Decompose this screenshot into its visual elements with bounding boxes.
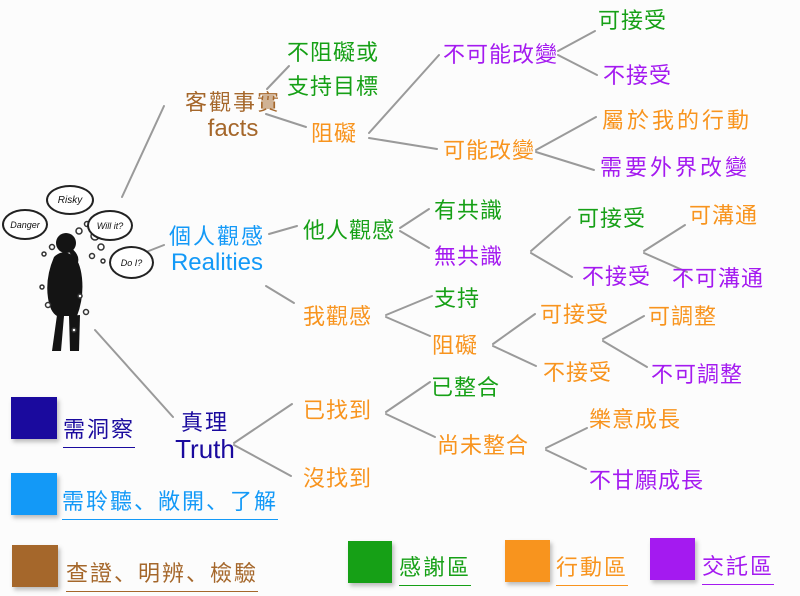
legend-label-action: 行動區 [556, 550, 629, 586]
no-block-line1: 不阻礙或 [287, 40, 380, 65]
thought-bubble-will-it: Will it? [87, 210, 133, 241]
facts-title: 客觀事實 [184, 90, 281, 115]
root-node-realities: 個人觀感 Realities [166, 224, 268, 276]
legend-label-verify: 查證、明辨、檢驗 [66, 556, 259, 592]
node-others-view: 他人觀感 [303, 218, 396, 243]
legend-swatch-orange [505, 540, 550, 582]
node-not-integrated: 尚未整合 [437, 433, 530, 458]
legend-swatch-brown [12, 545, 58, 587]
no-block-line2: 支持目標 [287, 74, 380, 99]
node-external-change: 需要外界改變 [600, 155, 751, 180]
node-adjustable: 可調整 [648, 304, 718, 329]
node-communicable: 可溝通 [689, 203, 759, 228]
node-can-change: 可能改變 [443, 138, 536, 163]
node-unacceptable-3: 不接受 [543, 360, 613, 385]
node-acceptable-2: 可接受 [577, 206, 647, 231]
node-integrated: 已整合 [431, 375, 501, 400]
node-my-view: 我觀感 [303, 304, 373, 329]
thought-bubble-danger: Danger [2, 209, 48, 240]
node-block: 阻礙 [311, 121, 358, 146]
legend-label-entrust: 交託區 [702, 549, 775, 585]
facts-subtitle: facts [207, 115, 259, 142]
node-not-adjustable: 不可調整 [651, 362, 744, 387]
legend-swatch-purple [650, 538, 695, 580]
root-node-truth: 真理 Truth [172, 410, 238, 462]
thought-bubble-risky: Risky [46, 185, 94, 215]
node-found: 已找到 [303, 398, 373, 423]
legend-swatch-blue [11, 473, 57, 515]
node-acceptable-3: 可接受 [540, 302, 610, 327]
root-node-facts: 客觀事實 facts [183, 90, 283, 142]
node-support: 支持 [434, 286, 481, 311]
node-unacceptable-2: 不接受 [582, 264, 652, 289]
realities-title: 個人觀感 [168, 224, 265, 249]
legend-swatch-navy [11, 397, 57, 439]
truth-subtitle: Truth [175, 434, 235, 464]
truth-title: 真理 [180, 410, 229, 435]
node-acceptable-1: 可接受 [598, 8, 668, 33]
node-willing-growth: 樂意成長 [589, 407, 682, 432]
node-not-found: 沒找到 [303, 466, 373, 491]
legend-label-listen: 需聆聽、敞開、了解 [62, 484, 279, 520]
node-no-consensus: 無共識 [434, 244, 504, 269]
node-no-block-or-support: 不阻礙或 支持目標 [287, 36, 379, 104]
node-consensus: 有共識 [434, 198, 504, 223]
node-unacceptable-1: 不接受 [603, 63, 673, 88]
thinker-person-silhouette [47, 233, 83, 351]
realities-subtitle: Realities [170, 249, 264, 276]
legend-label-insight: 需洞察 [63, 412, 136, 448]
node-cannot-change: 不可能改變 [443, 42, 559, 67]
node-block-2: 阻礙 [432, 333, 479, 358]
node-unwilling-growth: 不甘願成長 [589, 468, 705, 493]
legend-swatch-green [348, 541, 392, 583]
thought-bubble-do-i: Do I? [109, 246, 154, 279]
node-not-communicable: 不可溝通 [672, 266, 765, 291]
node-my-action: 屬於我的行動 [602, 108, 753, 133]
legend-label-gratitude: 感謝區 [399, 550, 472, 586]
